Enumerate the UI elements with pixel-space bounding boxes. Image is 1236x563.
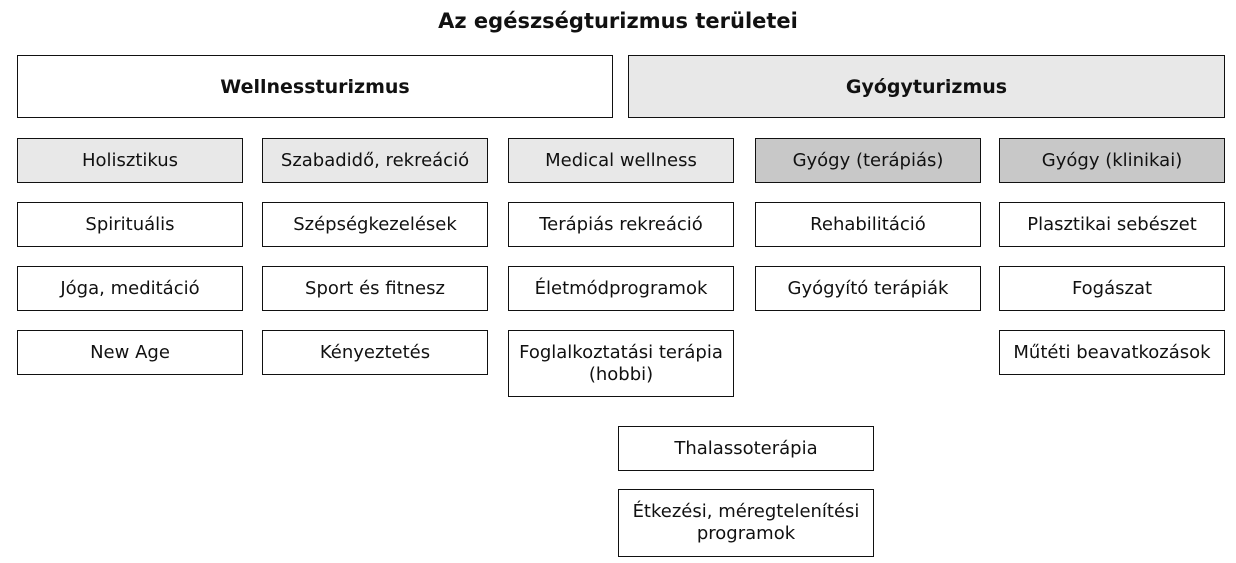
shared-item-detox: Étkezési, méregtelenítési programok <box>618 489 874 557</box>
item-medical-wellness-1: Terápiás rekreáció <box>508 202 734 247</box>
item-therapeutic-1: Rehabilitáció <box>755 202 981 247</box>
item-clinical-2: Fogászat <box>999 266 1225 311</box>
item-holistic-1: Spirituális <box>17 202 243 247</box>
item-medical-wellness-2: Életmódprogramok <box>508 266 734 311</box>
item-leisure-3: Kényeztetés <box>262 330 488 375</box>
item-clinical-1: Plasztikai sebészet <box>999 202 1225 247</box>
item-therapeutic-2: Gyógyító terápiák <box>755 266 981 311</box>
item-leisure-2: Sport és fitnesz <box>262 266 488 311</box>
branch-medical: Gyógyturizmus <box>628 55 1225 118</box>
diagram-title: Az egészségturizmus területei <box>438 9 798 33</box>
branch-wellness: Wellnessturizmus <box>17 55 613 118</box>
category-therapeutic: Gyógy (terápiás) <box>755 138 981 183</box>
category-holistic: Holisztikus <box>17 138 243 183</box>
item-medical-wellness-3: Foglalkoztatási terápia (hobbi) <box>508 330 734 397</box>
item-clinical-3: Műtéti beavatkozások <box>999 330 1225 375</box>
item-holistic-3: New Age <box>17 330 243 375</box>
category-medical-wellness: Medical wellness <box>508 138 734 183</box>
category-leisure: Szabadidő, rekreáció <box>262 138 488 183</box>
category-clinical: Gyógy (klinikai) <box>999 138 1225 183</box>
item-holistic-2: Jóga, meditáció <box>17 266 243 311</box>
item-leisure-1: Szépségkezelések <box>262 202 488 247</box>
shared-item-thalasso: Thalassoterápia <box>618 426 874 471</box>
